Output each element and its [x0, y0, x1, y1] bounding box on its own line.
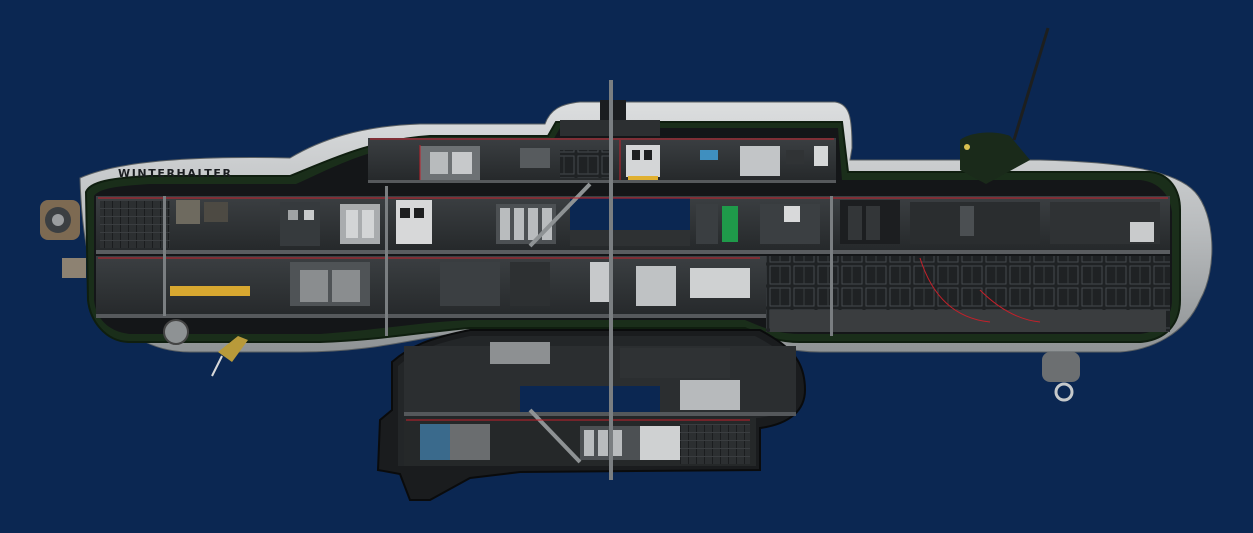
drone-right	[1042, 352, 1080, 402]
drone-left	[211, 336, 248, 377]
bow-dock	[40, 200, 189, 345]
upper-deck	[368, 100, 836, 183]
sail-antenna	[960, 27, 1050, 184]
hull-name-label: WINTERHALTER	[118, 167, 233, 180]
mid-deck	[96, 182, 1170, 254]
ladders	[163, 80, 833, 480]
lower-main-deck	[96, 256, 1170, 332]
lower-sub-decks	[404, 342, 796, 466]
